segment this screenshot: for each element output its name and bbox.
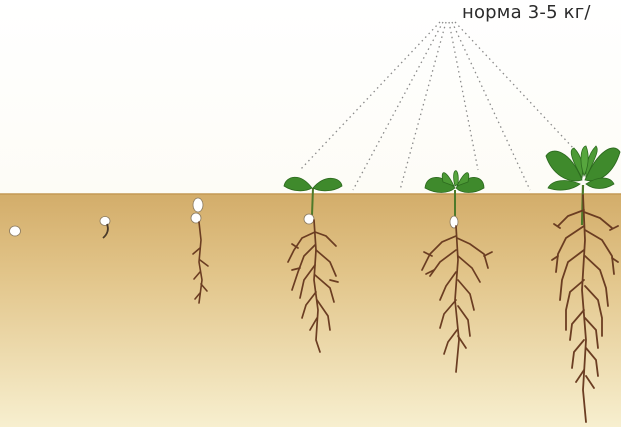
seed — [304, 214, 314, 224]
leaf-center — [454, 171, 459, 186]
stage-seed — [10, 226, 21, 236]
stem — [312, 188, 313, 215]
soil-layer — [0, 194, 621, 427]
seed — [10, 226, 21, 236]
seed — [100, 217, 110, 226]
seeding-rate-label: норма 3-5 кг/ — [462, 2, 591, 23]
sky-background — [0, 0, 621, 196]
seed-coat — [193, 198, 203, 212]
